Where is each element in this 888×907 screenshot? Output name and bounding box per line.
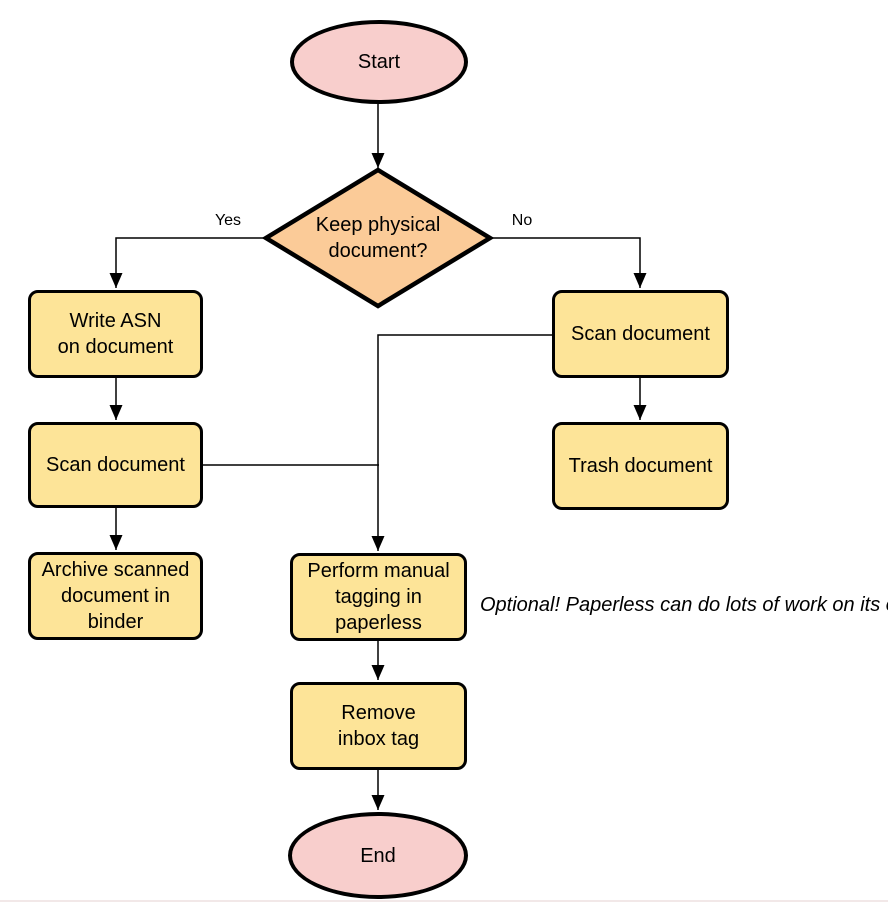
node-label: Perform manual tagging in paperless	[307, 558, 449, 636]
bottom-divider	[0, 900, 888, 902]
decision-label: Keep physical document?	[261, 165, 495, 311]
note-line: Optional! Paperless can do lots of work …	[480, 594, 855, 616]
node-label-line: Trash document	[568, 455, 713, 477]
node-label-line: inbox tag	[337, 728, 420, 750]
end-terminal: End	[288, 812, 468, 899]
optional-note: Optional! Paperless can do lots of work …	[480, 592, 888, 619]
start-terminal: Start	[290, 20, 468, 104]
node-label-line: Start	[357, 51, 401, 73]
node-label: Archive scanned document in binder	[42, 557, 190, 635]
note-line: its own here.	[860, 594, 888, 616]
scan-document-left-step: Scan document	[28, 422, 203, 508]
edge-decision-scan-right	[489, 237, 647, 288]
node-label: Write ASN on document	[58, 308, 174, 360]
edge-scan-right-tagging	[371, 334, 552, 551]
node-label-line: Write ASN	[69, 310, 162, 332]
node-label-line: Remove	[341, 702, 416, 724]
node-label-line: Archive scanned	[41, 559, 190, 581]
no-edge-label: No	[511, 212, 533, 229]
trash-document-step: Trash document	[552, 422, 729, 510]
archive-step: Archive scanned document in binder	[28, 552, 203, 640]
write-asn-step: Write ASN on document	[28, 290, 203, 378]
yes-edge-label: Yes	[214, 212, 242, 229]
node-label-line: document in	[61, 585, 170, 607]
node-label-line: tagging in	[335, 586, 422, 608]
node-label-line: Perform manual	[307, 560, 450, 582]
node-label-line: document?	[328, 240, 428, 262]
node-label-line: End	[360, 844, 396, 867]
edge-decision-write-asn	[109, 237, 266, 288]
manual-tagging-step: Perform manual tagging in paperless	[290, 553, 467, 641]
node-label-line: Scan document	[46, 454, 185, 476]
keep-physical-decision: Keep physical document?	[261, 165, 495, 311]
node-label-line: Scan document	[571, 323, 710, 345]
node-label-line: paperless	[335, 612, 422, 634]
node-label-line: on document	[57, 336, 174, 358]
diamond-shape	[261, 167, 495, 309]
node-label-line: Keep physical	[315, 214, 441, 236]
scan-document-right-step: Scan document	[552, 290, 729, 378]
node-label: Remove inbox tag	[338, 700, 419, 752]
node-label-line: binder	[87, 611, 144, 633]
remove-inbox-tag-step: Remove inbox tag	[290, 682, 467, 770]
